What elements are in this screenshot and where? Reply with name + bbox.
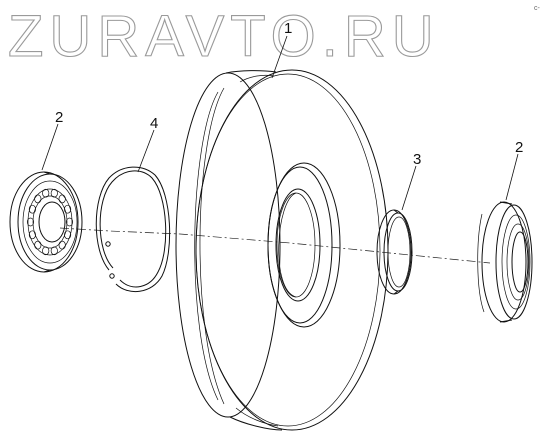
bearing-ball bbox=[42, 246, 50, 256]
bearing-ball bbox=[50, 188, 58, 198]
pulley bbox=[175, 69, 389, 431]
corner-mark: c- bbox=[534, 5, 541, 12]
bearing-ball bbox=[58, 240, 66, 250]
bearing-ball bbox=[64, 204, 72, 214]
callout-retaining-ring: 4 bbox=[150, 115, 158, 132]
bearing-ball bbox=[34, 194, 42, 204]
leader-lines bbox=[41, 35, 519, 211]
bearing-ball bbox=[34, 240, 42, 250]
bearing-ball bbox=[26, 217, 35, 227]
bearing-ball bbox=[28, 230, 36, 240]
callout-bearing-right: 2 bbox=[515, 139, 523, 156]
bearing-right bbox=[477, 201, 533, 323]
bearing-ball bbox=[42, 188, 50, 198]
bearing-ball bbox=[65, 217, 74, 227]
bearing-ball bbox=[50, 246, 58, 256]
center-axis bbox=[59, 227, 491, 264]
retaining-ring bbox=[95, 166, 171, 292]
callout-bearing-left: 2 bbox=[55, 109, 63, 126]
callout-seal-ring: 3 bbox=[413, 151, 421, 168]
seal-ring bbox=[376, 209, 413, 295]
watermark-logo: ZURAVTO.RU bbox=[8, 4, 440, 69]
bearing-ball bbox=[64, 230, 72, 240]
bearing-ball bbox=[28, 204, 36, 214]
bearing-left bbox=[9, 171, 83, 273]
callout-pulley: 1 bbox=[284, 20, 292, 37]
bearing-ball bbox=[58, 194, 66, 204]
